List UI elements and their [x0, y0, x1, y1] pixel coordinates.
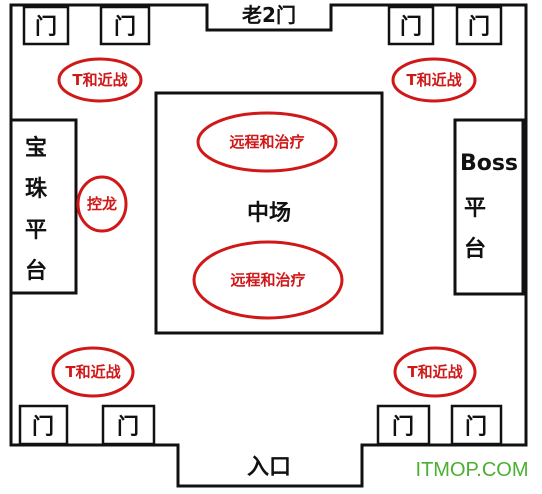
zone-label: T和近战 — [65, 363, 120, 381]
door-label: 门 — [114, 14, 136, 40]
door-label: 门 — [392, 414, 414, 440]
ranged-heal-zone-top — [196, 111, 338, 173]
right-platform — [453, 118, 525, 296]
tank-melee-zone-top-left — [57, 57, 143, 103]
door-label: 门 — [468, 14, 490, 40]
door-bottom-right-1 — [376, 404, 431, 446]
right-platform-line1: Boss — [460, 151, 518, 176]
left-platform — [9, 118, 78, 295]
zone-label: 控龙 — [87, 195, 117, 213]
left-platform-char: 台 — [25, 258, 47, 284]
door-label: 门 — [117, 414, 139, 440]
door-bottom-left-2 — [101, 404, 156, 446]
door-top-right-2 — [455, 5, 503, 46]
zone-label: 远程和治疗 — [230, 271, 305, 289]
center-field — [154, 91, 384, 335]
zone-label: T和近战 — [406, 71, 461, 89]
left-platform-char: 宝 — [25, 135, 47, 161]
zone-label: T和近战 — [407, 363, 462, 381]
right-platform-line2: 平 — [464, 196, 486, 221]
zone-label: T和近战 — [72, 71, 127, 89]
top-gate-label: 老2门 — [242, 3, 296, 27]
tank-melee-zone-bottom-left — [51, 346, 135, 398]
tank-melee-zone-top-right — [391, 57, 477, 103]
door-label: 门 — [465, 414, 487, 440]
left-platform-char: 平 — [25, 218, 47, 243]
right-platform-line3: 台 — [464, 236, 486, 262]
door-top-right-1 — [387, 5, 435, 46]
door-label: 门 — [400, 14, 422, 40]
control-zone — [76, 175, 128, 233]
center-label: 中场 — [247, 201, 291, 226]
door-bottom-right-2 — [450, 404, 503, 446]
left-platform-char: 珠 — [25, 177, 48, 202]
ranged-heal-zone-bottom — [192, 240, 344, 320]
zone-label: 远程和治疗 — [229, 133, 304, 151]
door-label: 门 — [35, 14, 57, 40]
door-bottom-left-1 — [18, 404, 69, 446]
tank-melee-zone-bottom-right — [393, 346, 477, 398]
door-top-left-1 — [22, 5, 70, 46]
door-top-left-2 — [99, 5, 151, 46]
watermark: ITMOP.COM — [416, 459, 529, 481]
door-label: 门 — [32, 414, 54, 440]
room-outline — [9, 3, 528, 488]
entrance-label: 入口 — [247, 455, 291, 480]
